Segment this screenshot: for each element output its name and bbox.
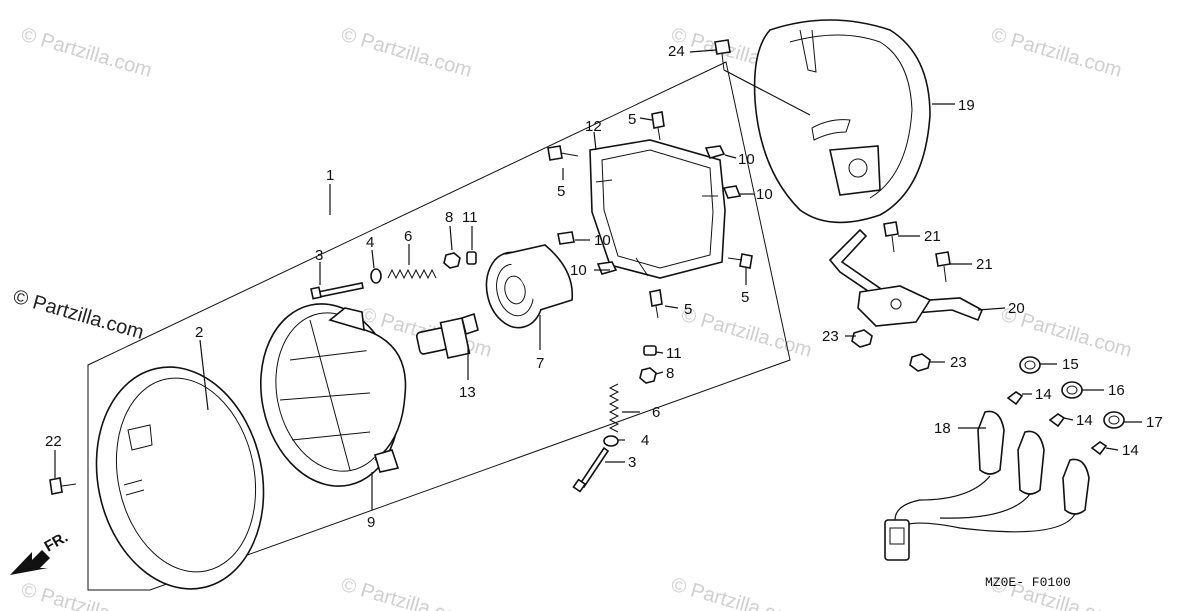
watermark: © Partzilla.com: [19, 24, 155, 82]
socket-cover: [485, 244, 574, 329]
watermark: © Partzilla.com: [19, 579, 155, 611]
callout-14-b: 14: [1076, 412, 1093, 429]
callout-7: 7: [536, 355, 544, 372]
callout-22: 22: [45, 433, 62, 450]
assembly-outline: [87, 61, 791, 591]
callout-4: 4: [366, 234, 374, 251]
adjust-screw-upper: [310, 282, 364, 300]
callout-10-c: 10: [594, 232, 611, 249]
bolt-5-bottom: [649, 289, 663, 319]
spring-lower: [608, 383, 620, 433]
collar-upper: [370, 268, 382, 284]
cap-upper: [466, 251, 477, 265]
wire-harness: [884, 410, 1090, 561]
leader-lines: [54, 49, 1142, 510]
spring-upper: [387, 268, 437, 280]
bolt-5-left: [547, 145, 579, 161]
callout-17: 17: [1146, 414, 1163, 431]
callout-14-a: 14: [1035, 386, 1052, 403]
watermark: © Partzilla.com: [679, 304, 815, 362]
bolt-21-upper: [883, 221, 899, 253]
clip-10-c: [557, 231, 575, 245]
bulb-15: [1019, 356, 1041, 374]
watermark: © Partzilla.com: [339, 24, 475, 82]
callout-23-left: 23: [822, 328, 839, 345]
callout-4-lower: 4: [641, 432, 649, 449]
bolt-21-lower: [935, 251, 951, 283]
watermark: © Partzilla.com: [339, 574, 475, 611]
callout-21-upper: 21: [924, 228, 941, 245]
callout-16: 16: [1108, 382, 1125, 399]
bulb-14-a: [1006, 391, 1024, 406]
callout-10-b: 10: [756, 186, 773, 203]
callout-20: 20: [1008, 300, 1025, 317]
bulb-17: [1103, 411, 1125, 429]
bulb-14-b: [1048, 413, 1066, 428]
callout-13: 13: [459, 384, 476, 401]
callout-19: 19: [958, 97, 975, 114]
case-stay: [828, 228, 984, 327]
callout-12: 12: [585, 118, 602, 135]
nut-upper: [443, 252, 461, 269]
headlight-rim: [95, 366, 265, 590]
callout-1: 1: [326, 167, 334, 184]
clip-10-a: [704, 145, 726, 159]
callout-6: 6: [404, 228, 412, 245]
diagram-code: MZ0E- F0100: [985, 575, 1071, 590]
bolt-5-top: [651, 111, 665, 141]
callout-23-right: 23: [950, 354, 967, 371]
callout-15: 15: [1062, 356, 1079, 373]
callout-9: 9: [367, 514, 375, 531]
callout-10-a: 10: [738, 151, 755, 168]
callout-14-c: 14: [1122, 442, 1139, 459]
watermark: © Partzilla.com: [989, 24, 1125, 82]
callout-5-left: 5: [557, 183, 565, 200]
callout-5-right: 5: [741, 289, 749, 306]
bolt-22: [49, 477, 77, 495]
headlight-unit: [259, 303, 407, 487]
bulb-14-c: [1090, 441, 1108, 456]
nut-lower: [639, 367, 657, 384]
bolt-24: [714, 39, 731, 71]
callout-18: 18: [934, 420, 951, 437]
cap-lower: [643, 345, 657, 356]
nut-23-left: [851, 329, 873, 348]
front-arrow-icon: [10, 550, 50, 575]
clip-10-b: [722, 185, 742, 199]
collar-lower: [603, 435, 619, 447]
callouts: 1 2 3 4 6 8 11 7 9 13 5 12 5 5 5 10 10 1…: [45, 43, 1163, 531]
callout-10-d: 10: [570, 262, 587, 279]
callout-8-lower: 8: [666, 365, 674, 382]
callout-8: 8: [445, 209, 453, 226]
callout-11-lower: 11: [666, 345, 682, 362]
watermark-main: © Partzilla.com: [11, 286, 147, 344]
watermark: © Partzilla.com: [669, 574, 805, 611]
adjust-screw-lower: [572, 446, 610, 493]
nut-23-right: [909, 353, 931, 372]
callout-2: 2: [195, 324, 203, 341]
callout-5-top: 5: [628, 111, 636, 128]
callout-6-lower: 6: [652, 404, 660, 421]
callout-3: 3: [315, 247, 323, 264]
callout-3-lower: 3: [628, 454, 636, 471]
mounting-bracket: [589, 139, 726, 279]
headlight-case: [753, 19, 931, 224]
front-arrow-label: FR.: [42, 529, 71, 556]
callout-21-lower: 21: [976, 256, 993, 273]
bulb-16: [1061, 381, 1083, 399]
clip-10-d: [596, 261, 618, 275]
callout-11: 11: [462, 209, 478, 226]
callout-24: 24: [668, 43, 685, 60]
bulb: [415, 312, 479, 359]
bolt-5-right: [727, 253, 753, 269]
callout-5-bottom: 5: [684, 301, 692, 318]
